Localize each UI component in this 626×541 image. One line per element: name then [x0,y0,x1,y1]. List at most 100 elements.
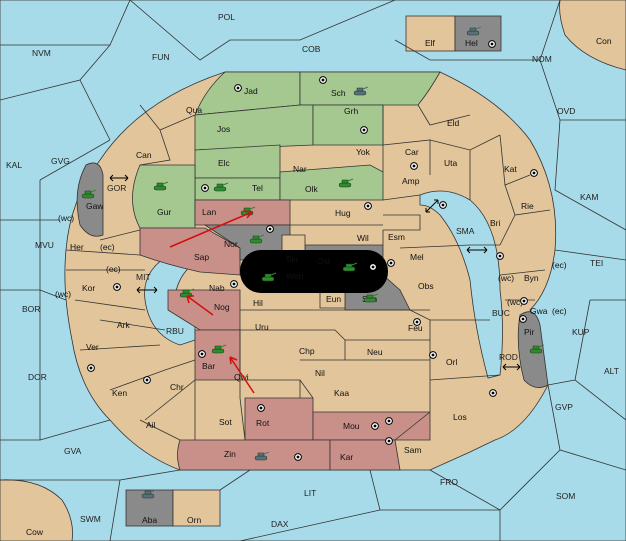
tank-icon[interactable] [81,189,97,199]
label-neu: Neu [367,347,383,357]
label-ver: Ver [86,342,99,352]
label-con: Con [596,36,612,46]
tank-icon[interactable] [466,26,482,36]
tank-icon[interactable] [249,234,265,244]
supply-center-icon [489,389,497,397]
label-hug: Hug [335,208,351,218]
label-orl: Orl [446,357,457,367]
tank-icon[interactable] [254,451,270,461]
sea-label-fun: FUN [152,52,169,62]
supply-center-icon [257,404,265,412]
tank-icon[interactable] [363,293,379,303]
sea-label-kam: KAM [580,192,598,202]
sea-label-dor: DOR [28,372,47,382]
province-olk[interactable] [279,164,384,201]
label-web: Web [286,271,304,281]
label-rot: Rot [256,418,270,428]
label-zin: Zin [224,449,236,459]
label-can: Can [136,150,152,160]
double-arrow-icon [136,286,158,294]
supply-center-icon [369,263,377,271]
strait-links [109,174,521,371]
supply-centers [87,40,538,461]
tank-icon[interactable] [240,206,256,216]
province-sap[interactable] [139,227,241,276]
supply-center-icon [385,437,393,445]
province-gur[interactable] [132,164,196,229]
tank-icon[interactable] [338,178,354,188]
label-yok: Yok [356,147,371,157]
order-arrows [169,210,255,394]
tank-icon[interactable] [342,262,358,272]
label-kaa: Kaa [334,388,349,398]
double-arrow-icon [466,246,488,254]
double-arrow-icon [109,174,129,182]
coast-gwa-wc: (wc) [507,297,523,307]
label-qua: Qua [186,105,202,115]
sea-label-kup: KUP [572,327,590,337]
label-nor: Nor [224,239,238,249]
supply-center-icon [113,283,121,291]
coast-gwa-ec: (ec) [552,306,567,316]
tank-icon[interactable] [529,344,545,354]
label-nil: Nil [315,368,325,378]
supply-center-icon [385,417,393,425]
sea-label-gvg: GVG [51,156,70,166]
supply-center-icon [143,376,151,384]
supply-center-icon [519,315,527,323]
sea-label-nom: NOM [532,54,552,64]
supply-center-icon [230,280,238,288]
supply-center-icon [234,84,242,92]
label-obs: Obs [418,281,434,291]
tank-icon[interactable] [353,86,369,96]
supply-center-icon [488,40,496,48]
label-kat: Kat [504,164,517,174]
sea-label-som: SOM [556,491,575,501]
province-gaw[interactable] [76,162,104,237]
province-sch[interactable] [299,71,441,106]
coast-byn-wc: (wc) [498,273,514,283]
province-elf[interactable] [405,15,456,52]
supply-center-icon [439,201,447,209]
sea-label-buc: BUC [492,308,510,318]
label-kar: Kar [340,452,353,462]
sea-label-mit: MIT [136,272,151,282]
sea-label-mvu: MVU [35,240,54,250]
province-kar[interactable] [329,439,401,471]
supply-center-icon [410,162,418,170]
label-jos: Jos [217,124,230,134]
province-zin[interactable] [177,439,331,471]
province-con[interactable] [559,0,626,71]
double-arrow-icon [425,199,439,213]
tank-icon[interactable] [141,489,157,499]
tank-icon[interactable] [211,344,227,354]
supply-center-icon [319,76,327,84]
label-her: Her [70,242,84,252]
tank-icon[interactable] [153,181,169,191]
sea-label-gvp: GVP [555,402,573,412]
label-gwa: Gwa [530,306,548,316]
province-cow[interactable] [0,479,73,541]
label-ark: Ark [117,320,131,330]
label-chr: Chr [170,382,184,392]
tank-icon[interactable] [213,182,229,192]
supply-center-icon [87,364,95,372]
sea-labels: POL NVM FUN COB NOM OVD KAL GVG KAM MVU … [6,12,619,529]
label-grh: Grh [344,106,358,116]
supply-center-icon [364,202,372,210]
label-sch: Sch [331,88,346,98]
label-mou: Mou [343,421,360,431]
arrow-sap-lan [169,211,253,248]
label-eld: Eld [447,118,460,128]
sea-label-lit: LIT [304,488,316,498]
label-pir: Pir [524,327,535,337]
supply-center-icon [520,297,528,305]
tank-icon[interactable] [261,272,277,282]
province-elc[interactable] [194,144,281,179]
arrow-qwi-bar [229,356,255,394]
coast-kor-wc: (wc) [55,289,71,299]
province-orn[interactable] [172,489,221,527]
label-uru: Uru [255,322,269,332]
